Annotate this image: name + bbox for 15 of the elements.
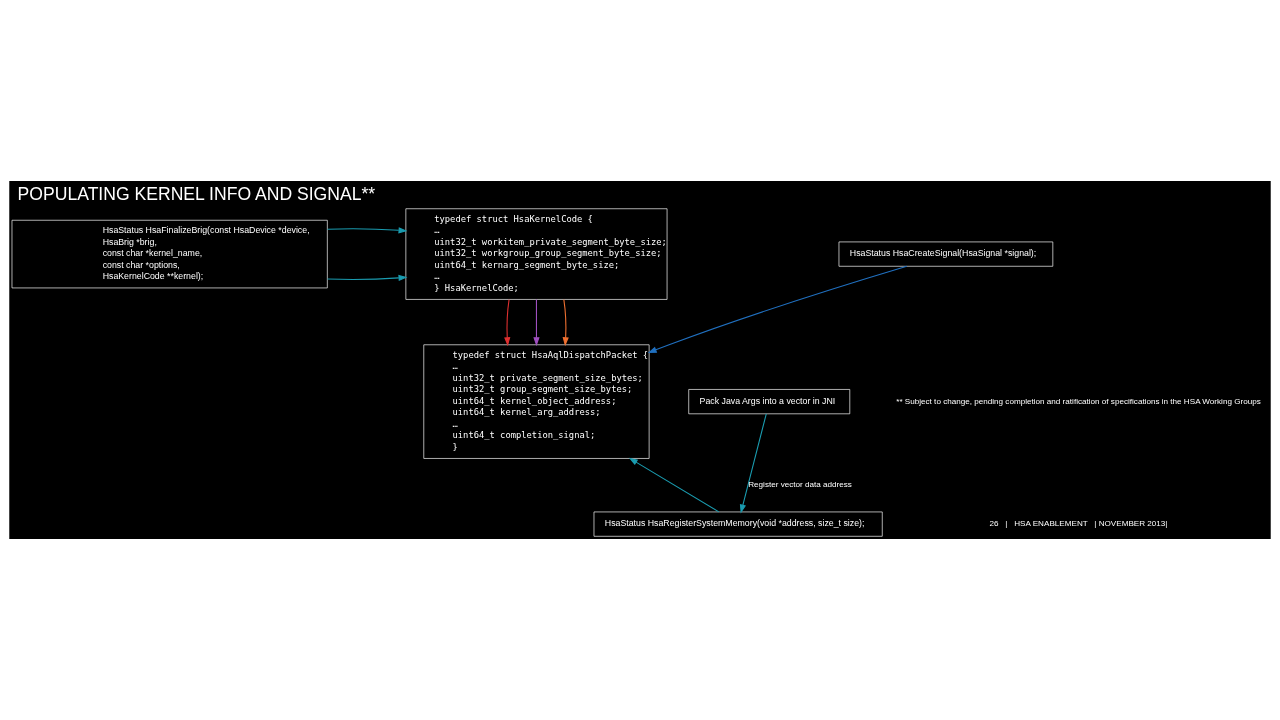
node-box: HsaStatus HsaRegisterSystemMemory(void *address, size_t size); — [593, 511, 883, 537]
arrow — [647, 265, 908, 353]
node-box: Pack Java Args into a vector in JNI — [688, 389, 851, 415]
arrow — [504, 299, 511, 347]
arrow — [628, 457, 720, 513]
node-box: HsaStatus HsaCreateSignal(HsaSignal *signal); — [838, 241, 1054, 267]
arrow — [562, 299, 569, 347]
arrow — [533, 299, 540, 347]
node-box: typedef struct HsaAqlDispatchPacket { … uint32_t private_segment_size_bytes; uint32_t group_segment_size_bytes; uint64_t kernel_object_address; uint64_t kernel_arg_address; … uint64_t completion_signal; } — [423, 344, 650, 459]
node-box: HsaStatus HsaFinalizeBrig(const HsaDevice *device, HsaBrig *brig, const char *kernel_name, const char *options, HsaKernelCode **kernel); — [11, 219, 328, 289]
arrow — [739, 413, 767, 514]
arrow — [326, 274, 408, 282]
diagram-title: POPULATING KERNEL INFO AND SIGNAL** — [17, 184, 376, 205]
arrow — [326, 227, 408, 234]
node-box: typedef struct HsaKernelCode { … uint32_t workitem_private_segment_byte_size; uint32_t workgroup_group_segment_byte_size; uint64_t kernarg_segment_byte_size; … } HsaKernelCode; — [405, 208, 668, 300]
